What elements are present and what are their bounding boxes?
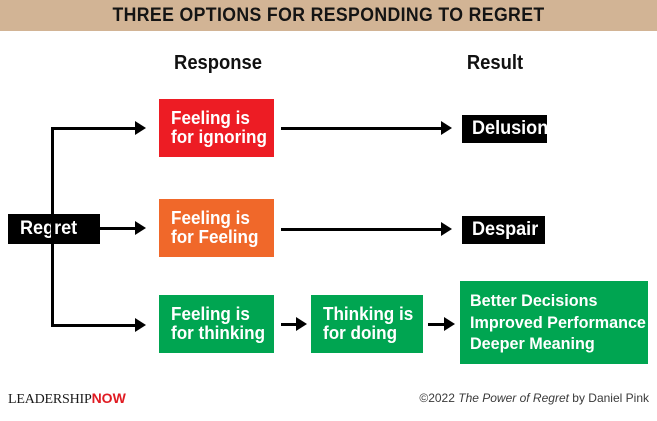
node-green2-line2: for doing — [323, 323, 398, 343]
header-band — [0, 0, 657, 31]
connector-red-to-delusion — [281, 127, 441, 130]
node-green1-line2: for thinking — [171, 323, 266, 343]
results-line1: Better Decisions — [470, 290, 598, 310]
credit-suffix: by Daniel Pink — [568, 391, 649, 405]
connector-orange-to-despair — [281, 228, 441, 231]
connector-green1-to-green2 — [281, 323, 299, 326]
node-feeling-is-for-thinking: Feeling is for thinking — [159, 295, 274, 353]
node-delusion: Delusion — [462, 115, 549, 143]
node-green2-line1: Thinking is — [323, 303, 414, 324]
connector-green2-to-results — [428, 323, 445, 326]
node-despair-label: Despair — [472, 218, 539, 240]
node-positive-results: Better Decisions Improved Performance De… — [460, 281, 648, 364]
arrowhead-to-delusion — [441, 121, 452, 135]
node-despair: Despair — [462, 216, 545, 244]
logo-primary-text: LEADERSHIP — [8, 392, 92, 407]
connector-branch-bottom — [51, 324, 135, 327]
node-orange-line2: for Feeling — [171, 227, 259, 247]
credit-book-title: The Power of Regret — [458, 391, 569, 405]
node-red-line1: Feeling is — [171, 107, 250, 128]
node-delusion-label: Delusion — [472, 117, 549, 139]
node-orange-line1: Feeling is — [171, 207, 250, 228]
credit-prefix: ©2022 — [419, 391, 459, 405]
node-thinking-is-for-doing: Thinking is for doing — [311, 295, 423, 353]
column-header-result: Result — [466, 52, 524, 74]
node-green1-line1: Feeling is — [171, 303, 250, 324]
results-line3: Deeper Meaning — [470, 334, 595, 354]
node-feeling-is-for-ignoring: Feeling is for ignoring — [159, 99, 274, 157]
connector-branch-middle — [100, 227, 135, 230]
node-feeling-is-for-feeling: Feeling is for Feeling — [159, 199, 274, 257]
arrowhead-to-thinking-box — [296, 317, 307, 331]
node-red-line2: for ignoring — [171, 127, 267, 147]
connector-branch-top — [51, 127, 135, 130]
page-title: THREE OPTIONS FOR RESPONDING TO REGRET — [112, 5, 545, 26]
arrowhead-to-orange-box — [135, 221, 146, 235]
leadershipnow-logo[interactable]: LEADERSHIPNOW — [8, 390, 126, 408]
column-header-response: Response — [174, 52, 262, 74]
connector-trunk-vertical — [51, 127, 54, 327]
node-regret-label: Regret — [20, 217, 78, 239]
node-regret: Regret — [8, 214, 100, 244]
arrowhead-to-red-box — [135, 121, 146, 135]
arrowhead-to-despair — [441, 222, 452, 236]
results-line2: Improved Performance — [470, 312, 646, 332]
copyright-credit: ©2022 The Power of Regret by Daniel Pink — [419, 391, 649, 405]
logo-accent-text: NOW — [91, 390, 126, 406]
arrowhead-to-results-box — [444, 317, 455, 331]
arrowhead-to-green-box — [135, 318, 146, 332]
